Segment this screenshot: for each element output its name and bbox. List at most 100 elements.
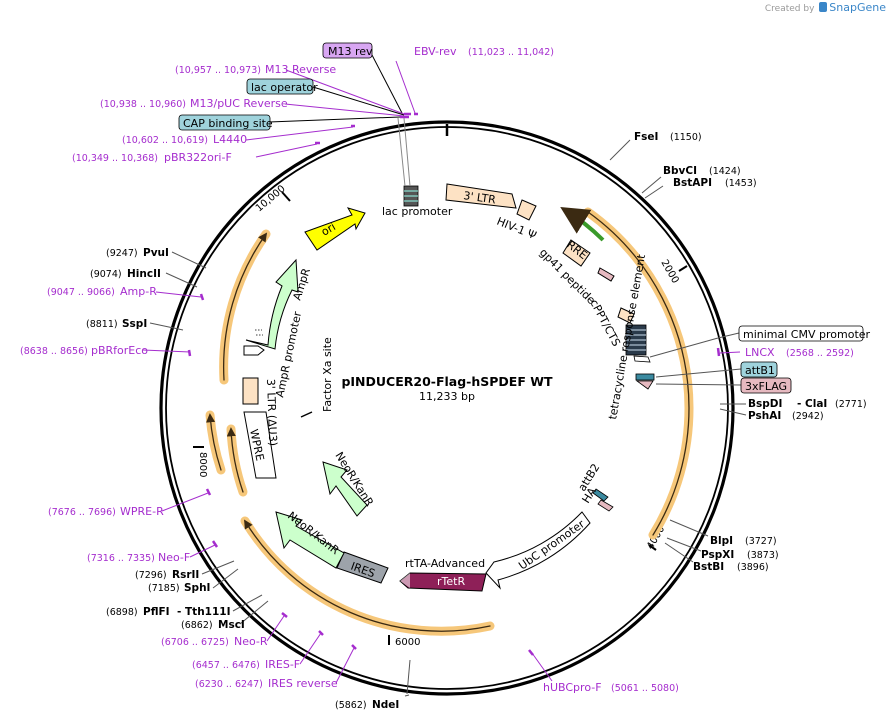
m13-rev-box: M13 rev bbox=[322, 42, 373, 59]
site-sphi: SphI bbox=[184, 582, 210, 594]
site-bbvci-pos: (1424) bbox=[709, 166, 741, 177]
plasmid-size: 11,233 bp bbox=[419, 390, 475, 403]
site-rsrii: RsrII bbox=[172, 569, 199, 581]
site-pspxi: PspXI bbox=[701, 549, 734, 561]
site-blpi: BlpI bbox=[710, 535, 733, 547]
primer-amp-r: Amp-R bbox=[120, 285, 157, 298]
tick-2000: 2000 bbox=[658, 258, 688, 286]
left-primer-marks bbox=[187, 293, 534, 656]
feature-label: rtTA-Advanced bbox=[405, 557, 485, 570]
feature-label: rTetR bbox=[437, 575, 465, 588]
minimal-cmv-promoter-label: minimal CMV promoter bbox=[743, 328, 871, 341]
feature-3-ltr: 3' LTR bbox=[445, 183, 517, 209]
site-pshai: PshAI bbox=[748, 410, 781, 422]
feature-rtetr: rTetR rtTA-Advanced bbox=[399, 557, 487, 592]
primer-m13-reverse-pos: (10,957 .. 10,973) bbox=[175, 65, 261, 76]
primer-ebv-rev-pos: (11,023 .. 11,042) bbox=[468, 47, 554, 58]
cap-binding-site-label: CAP binding site bbox=[183, 117, 273, 130]
orf-arc-right bbox=[583, 207, 694, 540]
site-pshai-pos: (2942) bbox=[792, 411, 824, 422]
tick-label: 6000 bbox=[395, 637, 420, 648]
right-label-lines bbox=[609, 139, 747, 563]
site-bstapi: BstAPI bbox=[673, 177, 712, 189]
site-pvui-pos: (9247) bbox=[106, 248, 138, 259]
site-msci: MscI bbox=[218, 619, 245, 631]
site-clai: - ClaI bbox=[797, 398, 827, 410]
primer-ires-f: IRES-F bbox=[265, 658, 300, 671]
site-sphi-pos: (7185) bbox=[148, 583, 180, 594]
credit-prefix: Created by bbox=[764, 4, 815, 14]
credit-brand: SnapGene bbox=[829, 1, 886, 14]
site-pvui: PvuI bbox=[143, 247, 169, 259]
3xflag-box: 3xFLAG bbox=[740, 377, 792, 394]
feature-label: HIV-1 Ψ bbox=[495, 215, 539, 243]
primer-neo-r: Neo-R bbox=[234, 635, 268, 648]
primer-mark-lncx bbox=[716, 347, 721, 357]
left-label-lines bbox=[142, 251, 553, 697]
site-ndei: NdeI bbox=[372, 699, 399, 711]
site-sspi: SspI bbox=[122, 318, 147, 330]
site-bbvci: BbvCI bbox=[663, 165, 697, 177]
site-bspdi-clai-pos: (2771) bbox=[835, 399, 867, 410]
primer-ebv-rev: EBV-rev bbox=[414, 45, 457, 58]
feature-label: Factor Xa site bbox=[321, 337, 334, 412]
site-hincii-pos: (9074) bbox=[90, 269, 122, 280]
site-pspxi-pos: (3873) bbox=[747, 550, 779, 561]
orf-arc-left-upper bbox=[219, 229, 271, 385]
orf-arcs bbox=[205, 207, 694, 636]
feature-neo-kan-inner: NeoR/KanR bbox=[322, 450, 376, 517]
primer-pbrforeco: pBRforEco bbox=[91, 344, 148, 357]
primer-neo-r-pos: (6706 .. 6725) bbox=[161, 637, 229, 648]
primer-m13-puc-reverse: M13/pUC Reverse bbox=[190, 97, 288, 110]
primer-pbrforeco-pos: (8638 .. 8656) bbox=[20, 346, 88, 357]
feature-label: lac promoter bbox=[382, 205, 453, 218]
site-msci-pos: (6862) bbox=[181, 620, 213, 631]
feature-attb2-ha: attB2 HA bbox=[576, 461, 614, 512]
3xflag-label: 3xFLAG bbox=[745, 380, 787, 393]
site-tth111i: - Tth111I bbox=[177, 606, 231, 618]
site-bstapi-pos: (1453) bbox=[725, 178, 757, 189]
site-hincii: HincII bbox=[127, 268, 161, 280]
site-bstbi: BstBI bbox=[693, 561, 724, 573]
site-pflfi: PflFI bbox=[143, 606, 170, 618]
primer-neo-f: Neo-F bbox=[158, 551, 190, 564]
lac-operator-box: lac operator bbox=[246, 78, 318, 95]
primer-ires-f-pos: (6457 .. 6476) bbox=[192, 660, 260, 671]
feature-ampr: AmpR bbox=[245, 258, 313, 350]
primer-l4440: L4440 bbox=[213, 133, 247, 146]
tick-label: 8000 bbox=[197, 452, 208, 477]
primer-wpre-r: WPRE-R bbox=[120, 505, 164, 518]
feature-factor-xa: Factor Xa site bbox=[300, 337, 334, 418]
primer-ires-reverse-pos: (6230 .. 6247) bbox=[195, 679, 263, 690]
feature-wpre: WPRE bbox=[243, 411, 277, 479]
site-sspi-pos: (8811) bbox=[86, 319, 118, 330]
primer-amp-r-pos: (9047 .. 9066) bbox=[47, 287, 115, 298]
top-primer-marks bbox=[315, 112, 418, 145]
tick-label: 2000 bbox=[658, 258, 680, 286]
primer-m13-reverse: M13 Reverse bbox=[265, 63, 336, 76]
feature-ires: IRES bbox=[336, 551, 389, 584]
feature-ubc-promoter: UbC promoter bbox=[485, 511, 591, 590]
feature-label: 3' LTR bbox=[463, 189, 497, 206]
m13-rev-label: M13 rev bbox=[328, 45, 373, 58]
feature-label: cPPT/CTS bbox=[587, 297, 622, 348]
primer-pbr322ori-f-pos: (10,349 .. 10,368) bbox=[72, 153, 158, 164]
top-label-lines bbox=[245, 54, 416, 187]
primer-hubcpro-f: hUBCpro-F bbox=[543, 681, 602, 694]
site-fsei: FseI bbox=[634, 131, 658, 143]
rre-arc bbox=[560, 207, 605, 242]
plasmid-name: pINDUCER20-Flag-hSPDEF WT bbox=[341, 374, 553, 389]
orf-arc-left-lower bbox=[205, 410, 248, 497]
attb1-box: attB1 bbox=[740, 361, 778, 378]
primer-m13-puc-reverse-pos: (10,938 .. 10,960) bbox=[100, 99, 186, 110]
primer-ires-reverse: IRES reverse bbox=[268, 677, 338, 690]
primer-pbr322ori-f: pBR322ori-F bbox=[164, 151, 232, 164]
feature-ori: ori bbox=[304, 207, 366, 251]
tick-8000: 8000 bbox=[193, 446, 208, 477]
feature-label: 3' LTR (ΔU3) bbox=[264, 379, 279, 447]
feature-rre: RRE bbox=[562, 238, 591, 267]
orf-arc-bottom bbox=[240, 516, 495, 636]
feature-attb1-block bbox=[635, 373, 655, 390]
feature-label: ori bbox=[319, 220, 338, 238]
tick-6000: 6000 bbox=[388, 635, 420, 648]
